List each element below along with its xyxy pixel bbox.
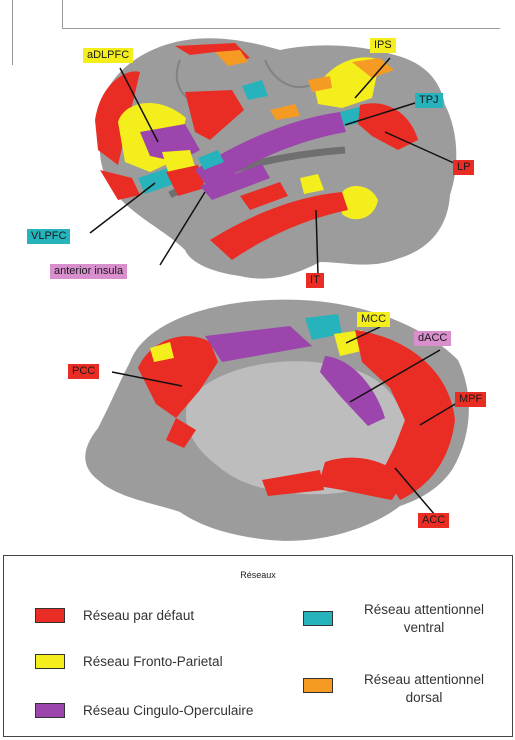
legend-label-ventral-line1: Réseau attentionnel — [349, 601, 499, 619]
label-dacc: dACC — [414, 331, 451, 346]
legend-label-fronto-parietal: Réseau Fronto-Parietal — [83, 654, 223, 669]
label-acc: ACC — [418, 513, 449, 528]
label-lp: LP — [453, 160, 474, 175]
label-vlpfc: VLPFC — [27, 229, 70, 244]
legend: Réseaux Réseau par défaut Réseau Fronto-… — [3, 555, 513, 737]
label-it: IT — [306, 273, 324, 288]
legend-title: Réseaux — [4, 570, 512, 580]
legend-swatch-cingulo-opercular — [35, 703, 65, 718]
legend-swatch-dorsal-attention — [303, 678, 333, 693]
legend-swatch-ventral-attention — [303, 611, 333, 626]
legend-label-cingulo-opercular: Réseau Cingulo-Operculaire — [83, 703, 253, 718]
label-ips: IPS — [370, 38, 396, 53]
legend-label-ventral-attention: Réseau attentionnel ventral — [349, 601, 499, 637]
legend-label-dorsal-attention: Réseau attentionnel dorsal — [349, 671, 499, 707]
legend-label-dorsal-line1: Réseau attentionnel — [349, 671, 499, 689]
label-adlpfc: aDLPFC — [83, 48, 133, 63]
legend-label-dorsal-line2: dorsal — [349, 689, 499, 707]
medial-brain-view — [85, 300, 469, 541]
label-mcc: MCC — [357, 312, 390, 327]
label-pcc: PCC — [68, 364, 99, 379]
label-anterior-insula: anterior insula — [50, 264, 127, 279]
legend-label-ventral-line2: ventral — [349, 619, 499, 637]
label-tpj: TPJ — [415, 93, 443, 108]
lateral-brain-view — [95, 38, 456, 278]
legend-swatch-default — [35, 608, 65, 623]
legend-swatch-fronto-parietal — [35, 654, 65, 669]
legend-label-default: Réseau par défaut — [83, 608, 194, 623]
label-mpf: MPF — [455, 392, 486, 407]
